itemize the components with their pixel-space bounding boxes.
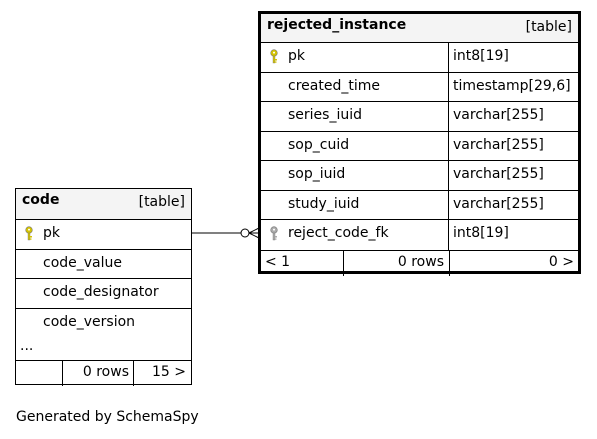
table-name[interactable]: rejected_instance (267, 17, 407, 33)
column-row-code-value[interactable]: code_value (16, 250, 191, 279)
table-header: rejected_instance [table] (261, 14, 578, 43)
column-name: created_time (288, 77, 380, 94)
column-name: study_iuid (288, 195, 360, 212)
column-name: sop_iuid (288, 166, 346, 182)
table-footer: < 1 0 rows 0 > (261, 249, 578, 276)
zero-optional-marker (240, 228, 250, 238)
column-row-code-designator[interactable]: code_designator (16, 279, 191, 309)
row-count: 0 rows (343, 250, 449, 276)
table-kind-label: [table] (525, 19, 572, 35)
column-row-reject-code-fk[interactable]: reject_code_fk int8[19] (261, 220, 578, 250)
column-type: varchar[255] (448, 102, 578, 131)
column-type: varchar[255] (448, 131, 578, 160)
column-name: code_designator (43, 284, 159, 300)
column-row-code-version[interactable]: code_version (16, 309, 191, 339)
column-name: reject_code_fk (288, 225, 389, 241)
column-type: varchar[255] (448, 190, 578, 219)
foreign-key-icon (269, 226, 279, 242)
column-row-sop-iuid[interactable]: sop_iuid varchar[255] (261, 161, 578, 191)
table-footer: 0 rows 15 > (16, 361, 191, 386)
column-type: int8[19] (448, 220, 578, 250)
column-type: int8[19] (448, 43, 578, 72)
column-name: sop_cuid (288, 136, 350, 153)
column-name: pk (288, 48, 305, 64)
row-count: 0 rows (62, 361, 133, 386)
parents-count[interactable]: 0 > (449, 250, 578, 276)
column-row-sop-cuid[interactable]: sop_cuid varchar[255] (261, 131, 578, 161)
column-name: series_iuid (288, 107, 362, 123)
column-row-study-iuid[interactable]: study_iuid varchar[255] (261, 190, 578, 220)
crows-foot-marker (248, 227, 260, 234)
children-count[interactable]: < 1 (265, 253, 291, 270)
table-header: code [table] (16, 189, 191, 220)
column-type: varchar[255] (448, 161, 578, 190)
column-row-created-time[interactable]: created_time timestamp[29,6] (261, 72, 578, 102)
primary-key-icon (24, 226, 34, 242)
column-name: pk (43, 225, 60, 241)
primary-key-icon (269, 49, 279, 65)
parents-count[interactable]: 15 > (133, 361, 191, 386)
table-name[interactable]: code (22, 192, 60, 208)
table-kind-label: [table] (138, 194, 185, 210)
column-name: code_version (43, 313, 136, 330)
column-row-pk[interactable]: pk int8[19] (261, 43, 578, 73)
generated-by-footer: Generated by SchemaSpy (16, 409, 199, 425)
column-name: code_value (43, 254, 123, 271)
column-type: timestamp[29,6] (448, 72, 578, 101)
column-row-series-iuid[interactable]: series_iuid varchar[255] (261, 102, 578, 132)
column-row-pk[interactable]: pk (16, 220, 191, 250)
table-code[interactable]: code [table] pk code_value code_designator… (15, 188, 192, 386)
more-columns-ellipsis: ... (16, 338, 191, 361)
